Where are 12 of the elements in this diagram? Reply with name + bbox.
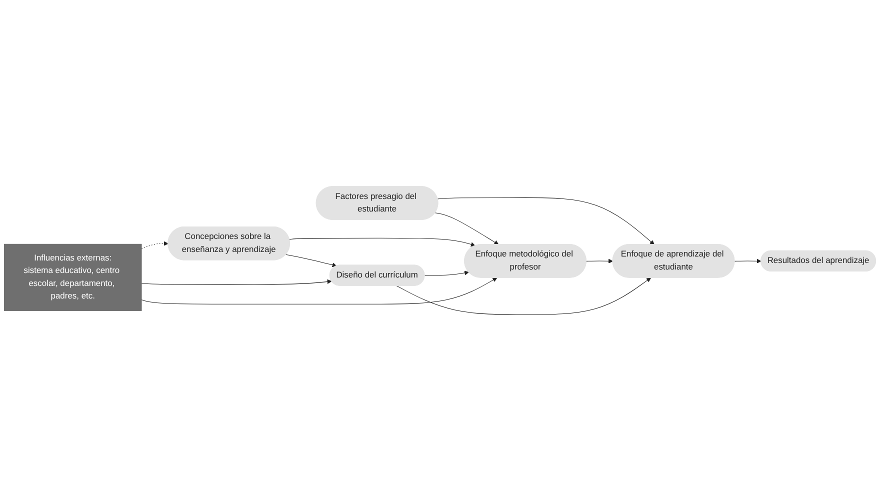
arrow xyxy=(434,212,499,245)
arrow xyxy=(586,258,614,264)
arrow xyxy=(141,241,168,250)
arrow xyxy=(289,238,476,247)
arrow xyxy=(424,270,469,276)
arrow xyxy=(141,278,498,304)
node-box: Influencias externas: sistema educativo, centro escolar, departamento, padres, etc. xyxy=(4,244,142,311)
arrow xyxy=(437,197,654,245)
arrow xyxy=(141,279,332,285)
arrow xyxy=(286,254,337,268)
arrow xyxy=(396,278,652,315)
arrow xyxy=(734,258,762,264)
